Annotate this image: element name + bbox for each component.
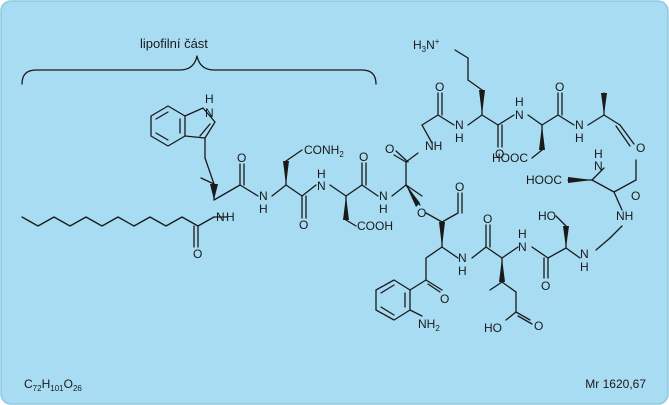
n-asp3: N <box>515 108 524 122</box>
n-ser: N <box>580 247 589 261</box>
o-ser: O <box>541 279 550 293</box>
ser-oh: HO <box>538 209 556 223</box>
h-orn: H <box>455 131 464 145</box>
n-dala: N <box>575 118 584 132</box>
n-asp: N <box>317 179 326 193</box>
indole-nh-h: H <box>205 92 214 106</box>
h-asp: H <box>317 167 326 181</box>
o-orn: O <box>495 147 504 161</box>
o-decanoyl: O <box>193 247 202 261</box>
fatty-acid-chain <box>21 216 215 227</box>
n-asn: N <box>259 189 268 203</box>
indole-nh-n: N <box>205 106 214 120</box>
stereo-wedges <box>210 90 607 282</box>
h-trp: H <box>226 210 235 224</box>
atom-labels: lipofilní část H3N+ H N CONH2 COOH HOOC … <box>24 36 646 393</box>
n-asp4: N <box>594 159 603 173</box>
h-asp3: H <box>515 95 524 109</box>
conh2-group: CONH2 <box>304 143 344 159</box>
asp-hooc-1: HOOC <box>492 151 528 165</box>
o-dala: O <box>636 141 645 155</box>
asp-hooc-2: HOOC <box>526 173 562 187</box>
lipophilic-brace <box>21 55 377 85</box>
n-trp: N <box>216 210 225 224</box>
glu-oh: HO <box>484 321 502 335</box>
o-asn: O <box>299 218 308 232</box>
o-asp: O <box>359 150 368 164</box>
o-gly: O <box>435 80 444 94</box>
h-kyn: H <box>458 264 467 278</box>
asp-cooh: COOH <box>357 219 393 233</box>
n-thr: N <box>379 189 388 203</box>
o-trp: O <box>237 151 246 165</box>
h-asp4: H <box>594 147 603 161</box>
o-asp3: O <box>555 80 564 94</box>
o-meglu: O <box>483 212 492 226</box>
n-meglu: N <box>518 240 527 254</box>
lipophilic-part-label: lipofilní část <box>140 36 208 51</box>
o-kyn-ketone: O <box>440 292 449 306</box>
molecular-formula: C72H101O26 <box>24 377 82 393</box>
o-thr: O <box>385 142 394 156</box>
h-dala: H <box>575 131 584 145</box>
h-asn: H <box>259 202 268 216</box>
n-orn: N <box>455 118 464 132</box>
ammonium-group: H3N+ <box>413 37 440 54</box>
o-ester-carbonyl: O <box>455 180 464 194</box>
nh-gly: NH <box>425 139 442 153</box>
n-kyn: N <box>458 251 467 265</box>
bond-skeleton <box>21 49 637 325</box>
h-thr: H <box>379 202 388 216</box>
o-asp4: O <box>631 189 640 203</box>
h-ser: H <box>580 260 589 274</box>
h-meglu: H <box>518 227 527 241</box>
glu-carbonyl-o: O <box>534 319 543 333</box>
molar-mass: Mr 1620,67 <box>585 377 646 391</box>
nh-gly2: NH <box>616 209 633 223</box>
kyn-nh2: NH2 <box>418 317 440 333</box>
o-ester: O <box>417 206 426 220</box>
